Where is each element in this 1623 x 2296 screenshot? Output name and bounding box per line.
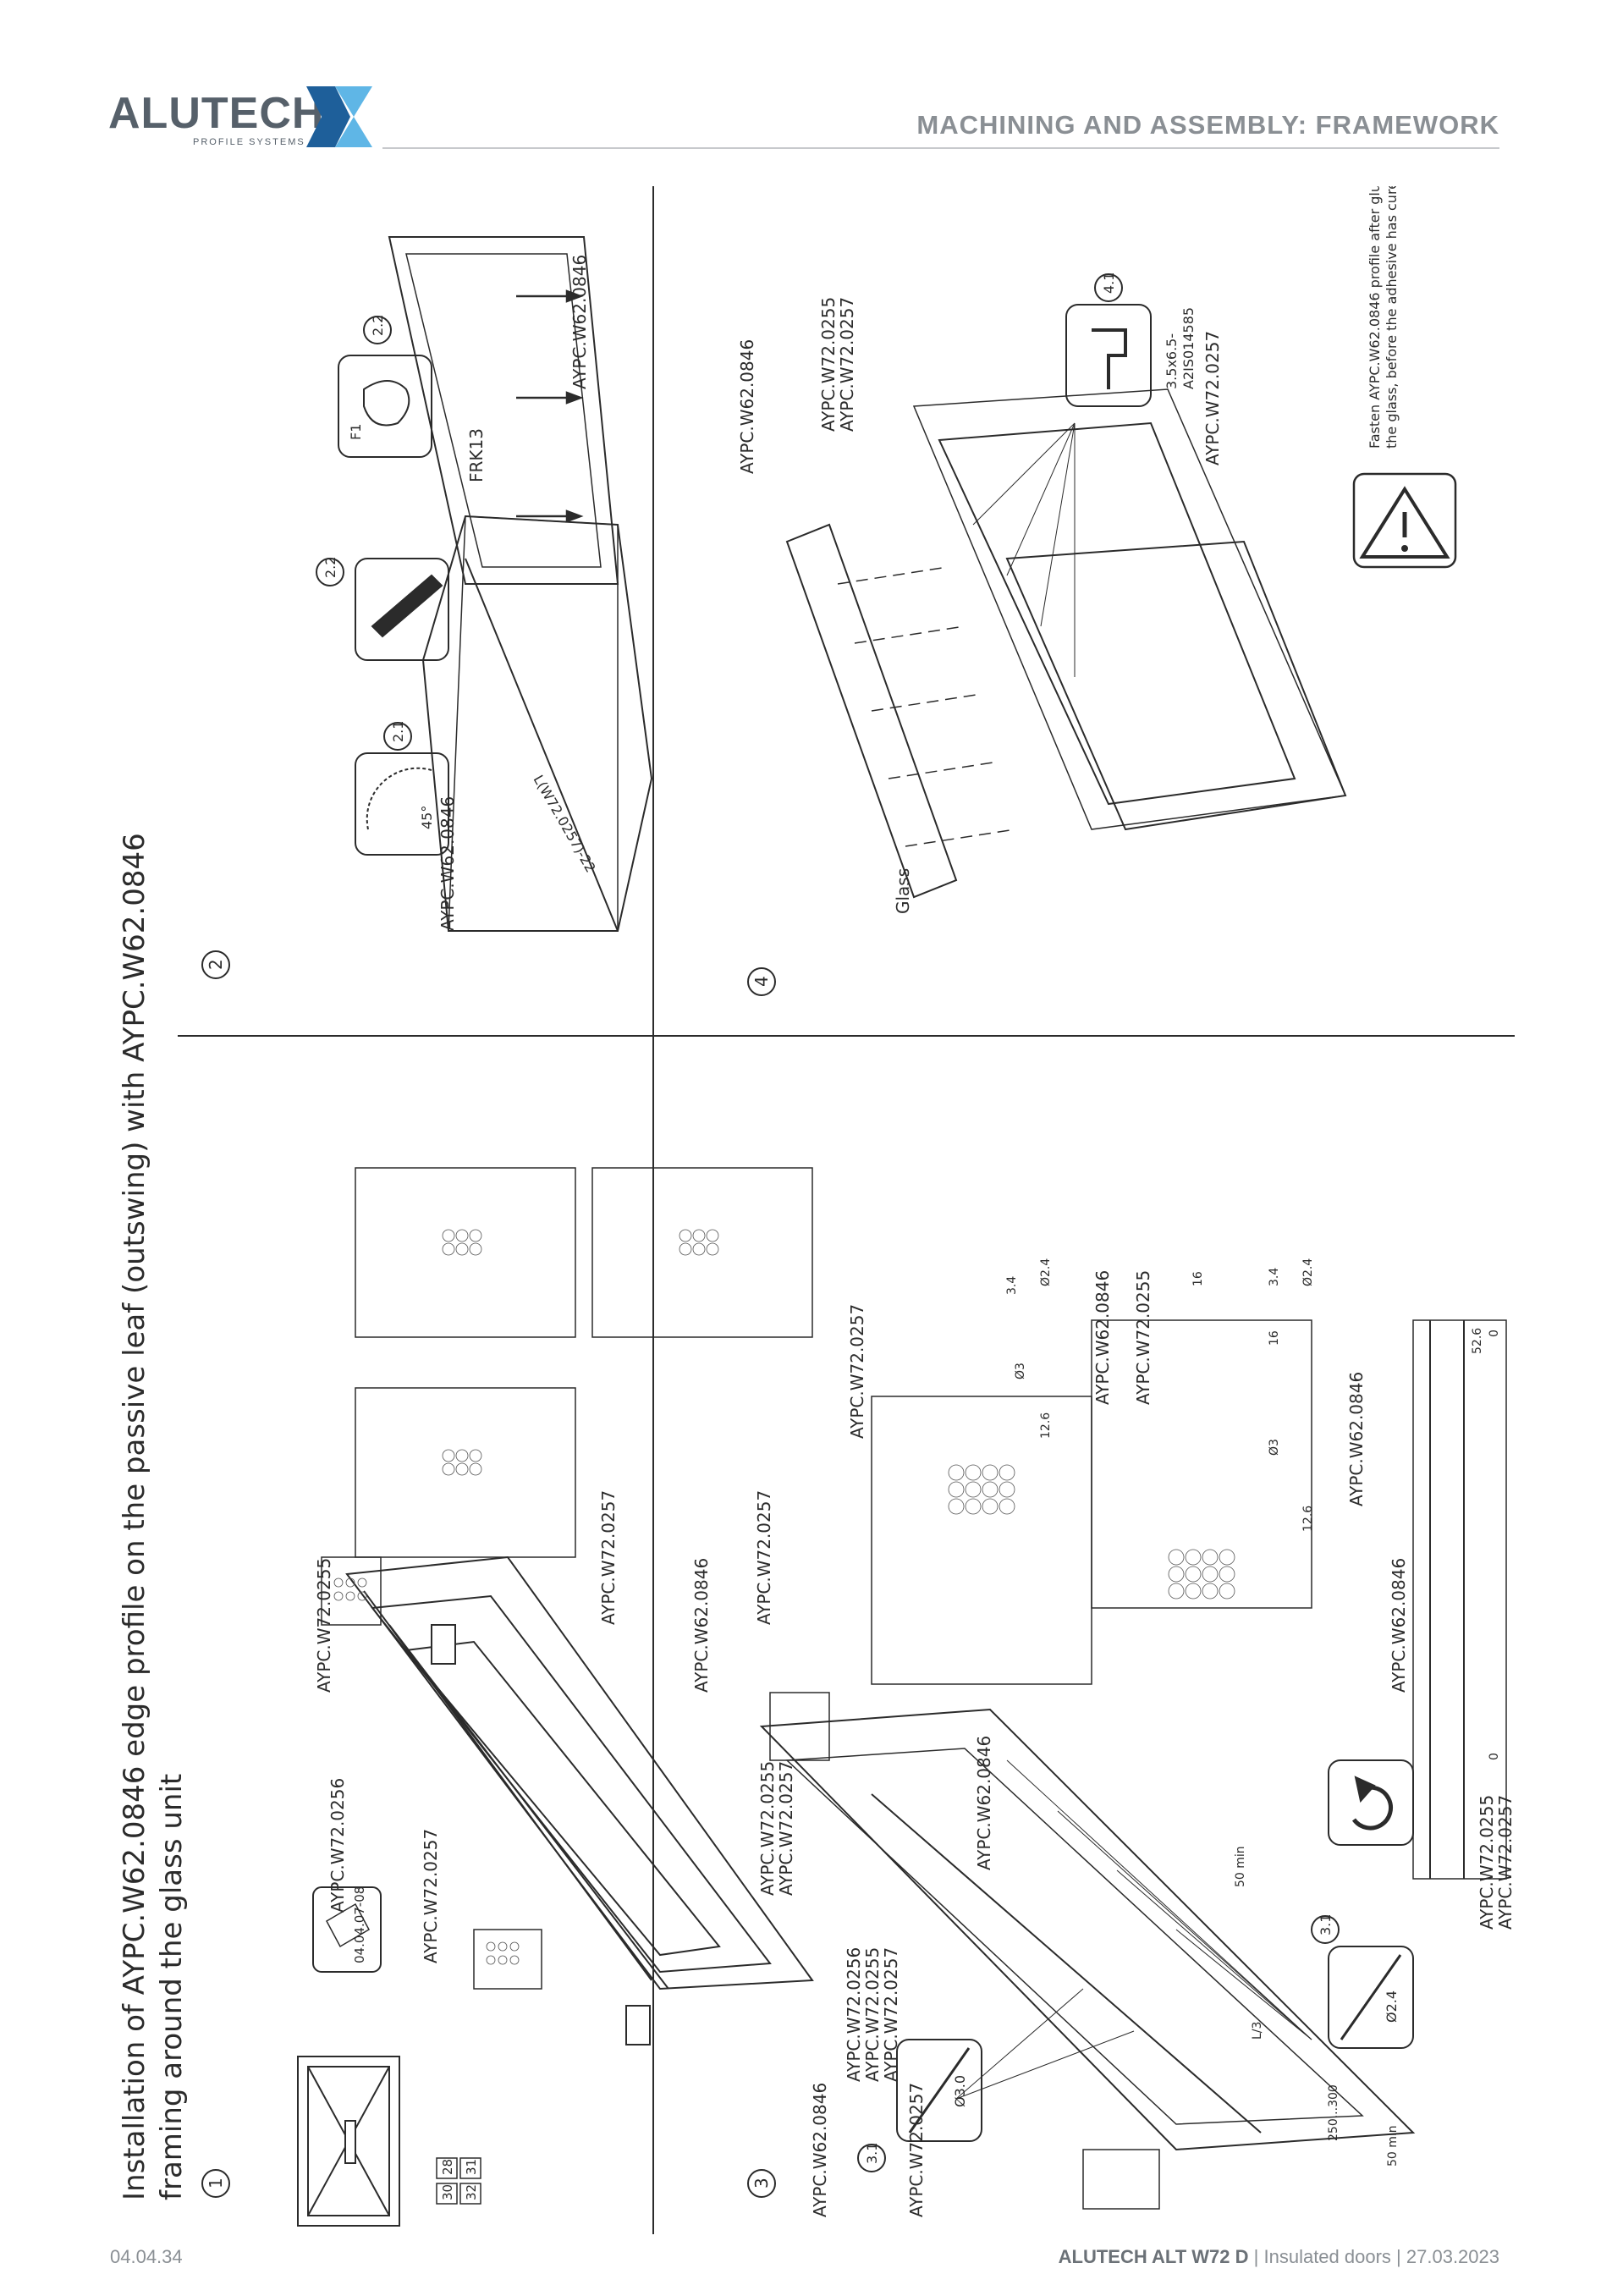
- footer-date: 27.03.2023: [1406, 2246, 1499, 2267]
- s3-dim-16a: 16: [1191, 1271, 1205, 1286]
- s3-dim-0b: 0: [1488, 1753, 1501, 1760]
- title-line-2: framing around the glass unit: [155, 1774, 189, 2200]
- section-title: MACHINING AND ASSEMBLY: FRAMEWORK: [916, 110, 1499, 140]
- step-4: 4 4.1 3.5x6.5- A2IS014585 AYPC.W62.0846 …: [737, 186, 1457, 996]
- s2-tool-22a: 2.2: [322, 557, 338, 578]
- step-3: 3 Ø3.0 3.1 Ø2.4 3.1 50 min: [747, 1258, 1515, 2217]
- s3-label-w72-0257c: AYPC.W72.0257: [906, 2083, 927, 2217]
- s1-label-w72-0257d: AYPC.W72.0257: [776, 1761, 796, 1896]
- s1-label-w62-0846b: AYPC.W62.0846: [810, 2083, 830, 2217]
- s3-dim-0a: 0: [1488, 1330, 1501, 1337]
- assembly-drawing: Installation of AYPC.W62.0846 edge profi…: [118, 186, 1515, 2234]
- s3-label-w72-0255c: AYPC.W72.0255: [1477, 1795, 1497, 1930]
- s4-label-w72-0255: AYPC.W72.0255: [818, 297, 839, 432]
- s4-label-w72-0257b: AYPC.W72.0257: [1202, 331, 1223, 465]
- grid-num-28: 28: [440, 2159, 455, 2175]
- s3-drill-a: Ø3.0: [952, 2075, 968, 2107]
- s1-label-w72-0257a: AYPC.W72.0257: [421, 1829, 441, 1963]
- s3-label-w62-0846a: AYPC.W62.0846: [1092, 1270, 1113, 1405]
- s3-label-w62-0846d: AYPC.W62.0846: [974, 1736, 994, 1870]
- s4-glass: Glass: [893, 868, 913, 914]
- s1-label-w72-0256: AYPC.W72.0256: [327, 1778, 348, 1913]
- s3-label-w72-0256: AYPC.W72.0256: [844, 1947, 864, 2082]
- s3-tool-31b: 3.1: [1318, 1914, 1334, 1935]
- s4-screw-code: A2IS014585: [1180, 307, 1197, 389]
- s3-dim-126a: 12.6: [1039, 1412, 1053, 1439]
- s2-angle: 45°: [419, 806, 435, 829]
- s1-label-w62-0846a: AYPC.W62.0846: [691, 1558, 712, 1693]
- s3-label-w62-0846b: AYPC.W62.0846: [1346, 1372, 1367, 1506]
- s3-dim-126b: 12.6: [1301, 1506, 1315, 1532]
- s3-dim-50a: 50 min: [1234, 1846, 1247, 1887]
- page-code: 04.04.34: [110, 2246, 183, 2267]
- s3-dim-24a: Ø2.4: [1039, 1258, 1053, 1286]
- footer-sep-2: |: [1396, 2246, 1401, 2267]
- s2-length-formula: L(W72.0257)-22: [531, 773, 599, 876]
- s4-note-line1: Fasten AYPC.W62.0846 profile after gluin…: [1367, 186, 1383, 449]
- ref-doc-code: 04.04.07-08: [352, 1886, 367, 1963]
- s2-label-w62-0846b: AYPC.W62.0846: [569, 255, 590, 389]
- header-divider: [382, 147, 1499, 149]
- s3-dim-52: 52.6: [1471, 1328, 1484, 1354]
- s3-dim-24b: Ø2.4: [1301, 1258, 1315, 1286]
- s3-label-w72-0257d: AYPC.W72.0257: [1495, 1795, 1515, 1930]
- s3-dim-16b: 16: [1268, 1330, 1281, 1346]
- grid-num-32: 32: [464, 2184, 479, 2200]
- alutech-logo: ALUTECH PROFILE SYSTEMS: [108, 81, 379, 154]
- s1-label-w72-0255b: AYPC.W72.0255: [757, 1761, 778, 1896]
- s3-dim-250: 250...300: [1327, 2084, 1340, 2141]
- s1-label-w72-0255: AYPC.W72.0255: [314, 1558, 334, 1693]
- s4-tool-41: 4.1: [1101, 273, 1117, 294]
- step-1: 1 28 30 31 32 04.04.07-08: [201, 1167, 830, 2227]
- step-3-number: 3: [751, 2178, 772, 2189]
- title-line-1: Installation of AYPC.W62.0846 edge profi…: [118, 833, 151, 2200]
- step-1-number: 1: [206, 2178, 226, 2189]
- s1-label-w72-0257b: AYPC.W72.0257: [598, 1490, 619, 1625]
- footer-sep-1: |: [1253, 2246, 1259, 2267]
- s3-label-w72-0257b: AYPC.W72.0257: [881, 1947, 901, 2082]
- s3-dim-34b: 3.4: [1268, 1268, 1281, 1286]
- s3-dim-34a: 3.4: [1005, 1276, 1019, 1295]
- step-4-number: 4: [751, 976, 772, 987]
- s4-screw: 3.5x6.5-: [1164, 333, 1180, 389]
- s3-label-w72-0255b: AYPC.W72.0255: [862, 1947, 883, 2082]
- s2-tool-22b: 2.2: [370, 315, 386, 336]
- step-2: 2 L(W72.0257)-22 AYPC.W62.0846 45° 2.1 2…: [201, 236, 653, 979]
- s3-dim-50b: 50 min: [1386, 2125, 1400, 2167]
- s2-force: F1: [348, 424, 364, 440]
- s3-dim-3b: Ø3: [1268, 1439, 1281, 1456]
- s4-label-w72-0257a: AYPC.W72.0257: [837, 297, 857, 432]
- footer-product: ALUTECH ALT W72 D: [1058, 2246, 1249, 2267]
- grid-num-30: 30: [440, 2184, 455, 2200]
- s2-frk: FRK13: [466, 428, 487, 482]
- s3-dim-3a: Ø3: [1014, 1363, 1027, 1379]
- logo-mark-icon: [306, 86, 372, 147]
- step-2-number: 2: [206, 959, 226, 970]
- s3-drill-b: Ø2.4: [1384, 1990, 1400, 2023]
- grid-num-31: 31: [464, 2159, 479, 2175]
- s3-label-w72-0257a: AYPC.W72.0257: [847, 1304, 867, 1439]
- s3-tool-31a: 3.1: [864, 2143, 880, 2164]
- s3-label-w72-0255a: AYPC.W72.0255: [1133, 1270, 1153, 1405]
- footer-category: Insulated doors: [1263, 2246, 1391, 2267]
- logo-wordmark: ALUTECH: [108, 89, 325, 138]
- s4-note-line2: the glass, before the adhesive has cured: [1384, 186, 1400, 449]
- footer-meta: ALUTECH ALT W72 D | Insulated doors | 27…: [1059, 2246, 1499, 2268]
- main-title: Installation of AYPC.W62.0846 edge profi…: [118, 833, 189, 2200]
- logo-subtext: PROFILE SYSTEMS: [193, 137, 305, 147]
- s4-label-w62-0846: AYPC.W62.0846: [737, 339, 757, 474]
- s1-label-w72-0257c: AYPC.W72.0257: [754, 1490, 774, 1625]
- s2-tool-21: 2.1: [390, 721, 406, 742]
- s3-dim-l: L/3: [1251, 2022, 1264, 2040]
- s3-label-w62-0846c: AYPC.W62.0846: [1389, 1558, 1409, 1693]
